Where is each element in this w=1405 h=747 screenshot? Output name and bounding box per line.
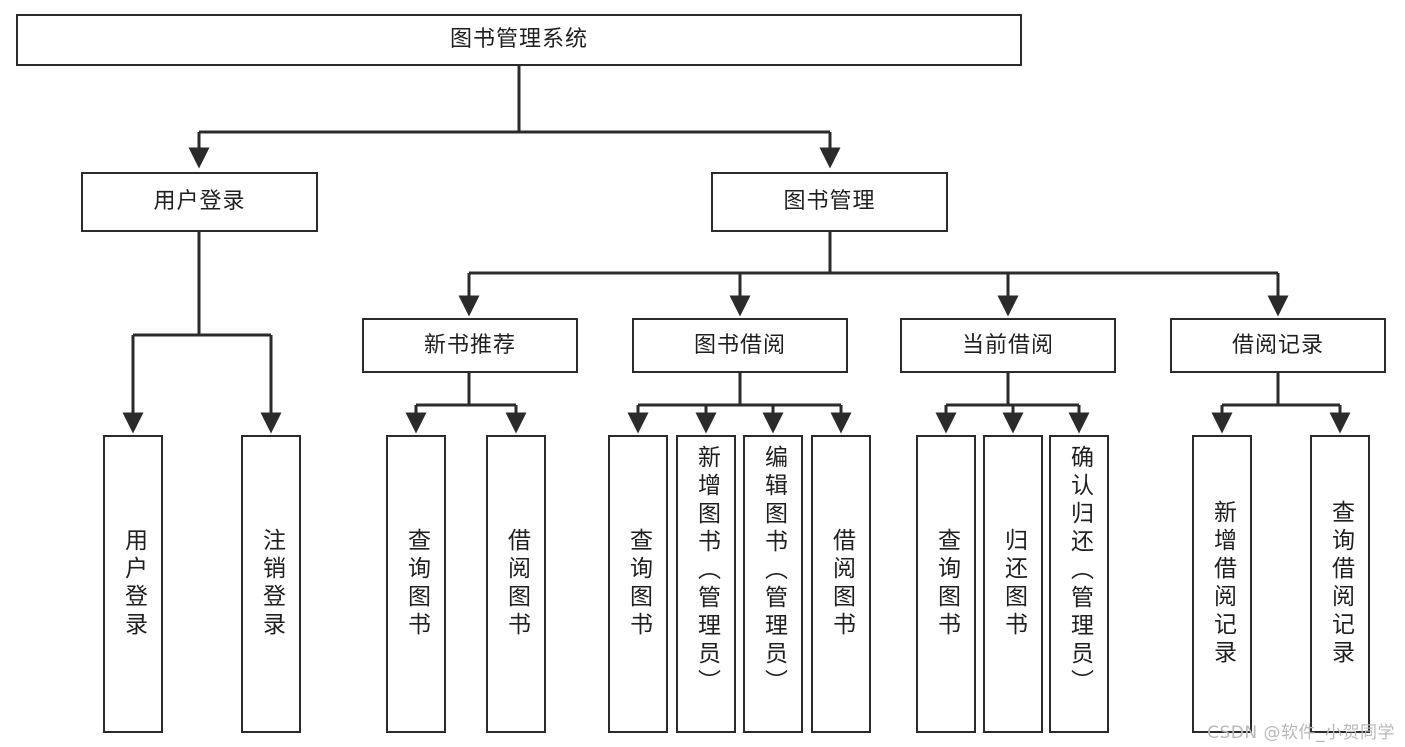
leaf-query-record-label: 查询借阅记录	[1327, 500, 1354, 668]
leaf-query-book-2-textwrap: 查询图书	[610, 437, 666, 731]
leaf-query-book-2-label: 查询图书	[625, 528, 652, 640]
node-current-borrow[interactable]: 当前借阅	[900, 318, 1116, 373]
leaf-user-logout-textwrap: 注销登录	[243, 437, 299, 731]
leaf-user-logout[interactable]: 注销登录	[241, 435, 301, 733]
node-new-book-recommend[interactable]: 新书推荐	[362, 318, 578, 373]
leaf-user-login-textwrap: 用户登录	[105, 437, 161, 731]
leaf-confirm-return-label: 确认归还（管理员）	[1066, 445, 1093, 697]
node-user-login-label: 用户登录	[153, 189, 246, 215]
node-current-borrow-label: 当前借阅	[961, 332, 1054, 358]
leaf-query-record[interactable]: 查询借阅记录	[1310, 435, 1370, 733]
leaf-add-book-label: 新增图书（管理员）	[693, 445, 720, 697]
leaf-query-book-3[interactable]: 查询图书	[916, 435, 976, 733]
node-book-manage-label: 图书管理	[783, 189, 876, 215]
leaf-add-record-textwrap: 新增借阅记录	[1194, 437, 1250, 731]
leaf-add-record[interactable]: 新增借阅记录	[1192, 435, 1252, 733]
node-book-borrow-label: 图书借阅	[693, 332, 786, 358]
leaf-borrow-book-1-label: 借阅图书	[503, 528, 530, 640]
node-new-book-recommend-label: 新书推荐	[423, 332, 516, 358]
leaf-query-record-textwrap: 查询借阅记录	[1312, 437, 1368, 731]
node-root[interactable]: 图书管理系统	[16, 14, 1022, 66]
leaf-user-login[interactable]: 用户登录	[103, 435, 163, 733]
node-borrow-record-label: 借阅记录	[1231, 332, 1324, 358]
leaf-confirm-return[interactable]: 确认归还（管理员）	[1049, 435, 1109, 733]
watermark: CSDN @软件_小贺同学	[1207, 723, 1395, 743]
leaf-borrow-book-2-label: 借阅图书	[828, 528, 855, 640]
node-book-borrow[interactable]: 图书借阅	[632, 318, 848, 373]
leaf-add-book[interactable]: 新增图书（管理员）	[676, 435, 736, 733]
node-user-login[interactable]: 用户登录	[81, 172, 318, 232]
leaf-add-record-label: 新增借阅记录	[1209, 500, 1236, 668]
leaf-borrow-book-2[interactable]: 借阅图书	[811, 435, 871, 733]
leaf-query-book-3-label: 查询图书	[933, 528, 960, 640]
leaf-query-book-1-label: 查询图书	[403, 528, 430, 640]
leaf-query-book-1-textwrap: 查询图书	[388, 437, 444, 731]
leaf-edit-book-label: 编辑图书（管理员）	[760, 445, 787, 697]
leaf-user-login-label: 用户登录	[120, 528, 147, 640]
leaf-borrow-book-2-textwrap: 借阅图书	[813, 437, 869, 731]
leaf-query-book-3-textwrap: 查询图书	[918, 437, 974, 731]
leaf-query-book-2[interactable]: 查询图书	[608, 435, 668, 733]
node-book-manage[interactable]: 图书管理	[711, 172, 948, 232]
leaf-return-book-label: 归还图书	[1000, 528, 1027, 640]
leaf-query-book-1[interactable]: 查询图书	[386, 435, 446, 733]
leaf-return-book-textwrap: 归还图书	[985, 437, 1041, 731]
node-root-label: 图书管理系统	[449, 27, 588, 53]
leaf-user-logout-label: 注销登录	[258, 528, 285, 640]
leaf-borrow-book-1[interactable]: 借阅图书	[486, 435, 546, 733]
node-borrow-record[interactable]: 借阅记录	[1170, 318, 1386, 373]
leaf-edit-book[interactable]: 编辑图书（管理员）	[743, 435, 803, 733]
leaf-borrow-book-1-textwrap: 借阅图书	[488, 437, 544, 731]
leaf-return-book[interactable]: 归还图书	[983, 435, 1043, 733]
